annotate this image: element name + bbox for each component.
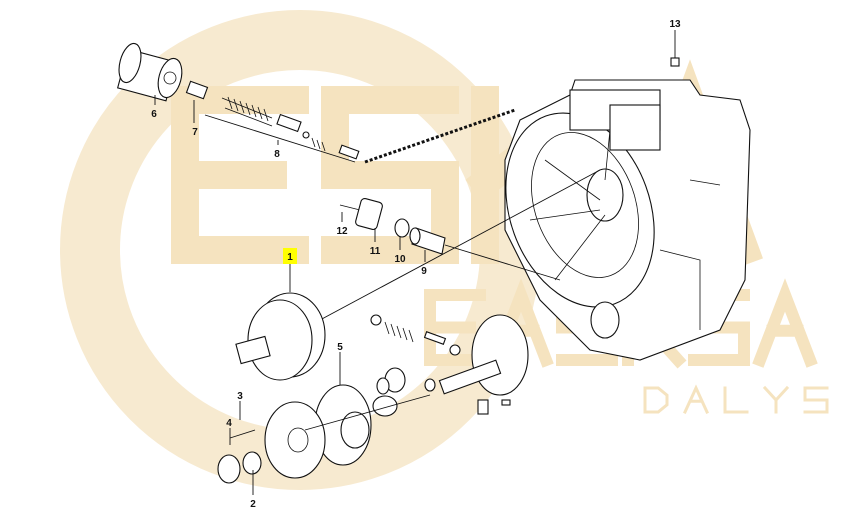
part-valve-assembly xyxy=(185,80,516,164)
callout-5[interactable]: 5 xyxy=(337,342,343,353)
watermark-letter-d xyxy=(643,386,669,414)
transmission-housing xyxy=(504,79,751,361)
watermark-letter-a xyxy=(752,278,818,368)
watermark-letter-e xyxy=(424,289,486,366)
watermark-letter-a xyxy=(683,384,709,414)
part-small-hardware xyxy=(339,197,561,281)
callout-1[interactable]: 1 xyxy=(287,252,293,263)
callout-12[interactable]: 12 xyxy=(336,226,348,237)
callout-10[interactable]: 10 xyxy=(394,254,406,265)
callout-6[interactable]: 6 xyxy=(151,109,157,120)
part-pump xyxy=(235,169,601,381)
part-cover xyxy=(217,384,431,484)
callout-leaders xyxy=(154,30,680,495)
callout-7[interactable]: 7 xyxy=(192,127,198,138)
callout-3[interactable]: 3 xyxy=(237,391,243,402)
callout-9[interactable]: 9 xyxy=(421,266,427,277)
highlight-marker xyxy=(283,248,297,264)
callout-2[interactable]: 2 xyxy=(250,499,256,510)
part-filter xyxy=(117,42,183,102)
callout-13[interactable]: 13 xyxy=(669,19,681,30)
callout-8[interactable]: 8 xyxy=(274,149,280,160)
callout-11[interactable]: 11 xyxy=(370,246,381,257)
watermark-letter-s xyxy=(803,386,829,414)
watermark-letter-s xyxy=(321,86,459,264)
watermark-word-bottom xyxy=(643,384,829,414)
watermark-letter-e xyxy=(171,86,309,264)
watermark-letter-l xyxy=(723,386,749,414)
watermark-letter-y xyxy=(762,385,790,414)
part-pump-internals xyxy=(370,314,529,417)
callout-4[interactable]: 4 xyxy=(226,418,232,429)
